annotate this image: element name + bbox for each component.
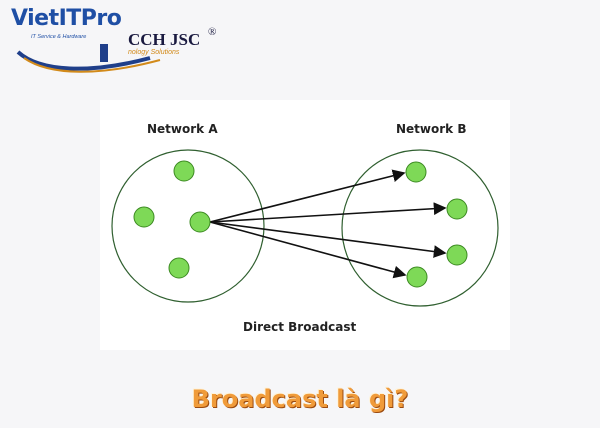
broadcast-arrow [209, 221, 407, 279]
network-b-node [446, 198, 468, 220]
broadcast-arrow [209, 202, 447, 223]
company-logo: VietITPro IT Service & Hardware CCH JSC … [0, 0, 240, 80]
page-title: Broadcast là gì? [191, 385, 409, 413]
logo-swoosh-icon [16, 44, 161, 73]
network-a-node [133, 206, 155, 228]
company-tagline: nology Solutions [128, 49, 180, 56]
broadcast-arrow [209, 169, 406, 223]
network-b-node [405, 161, 427, 183]
network-b-label: Network B [396, 122, 467, 136]
brand-tagline: IT Service & Hardware [31, 34, 87, 40]
broadcast-arrow [209, 221, 447, 258]
network-a-label: Network A [147, 122, 218, 136]
network-a-node [173, 160, 195, 182]
network-b-node [446, 244, 468, 266]
network-a-source-node [189, 211, 211, 233]
diagram-caption: Direct Broadcast [243, 320, 357, 334]
company-name: CCH JSC [128, 30, 201, 49]
diagram-panel [100, 100, 510, 350]
network-a-node [168, 257, 190, 279]
brand-name: VietITPro [11, 6, 122, 31]
network-a-circle [111, 149, 265, 303]
registered-mark: ® [208, 26, 217, 38]
network-b-node [406, 266, 428, 288]
network-b-circle [341, 149, 499, 307]
